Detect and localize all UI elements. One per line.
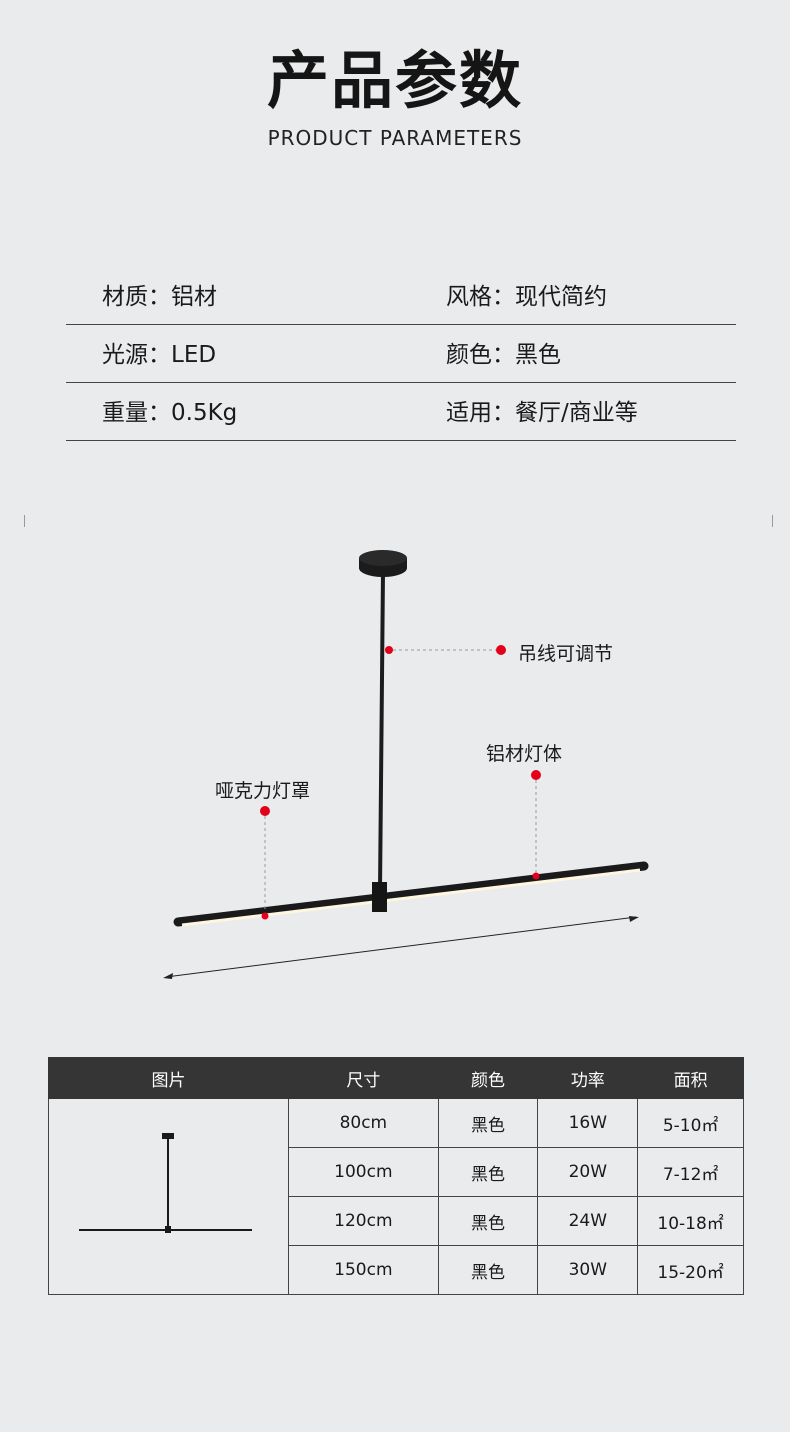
power-cell: 30W xyxy=(537,1245,639,1295)
spec-table-header: 图片 尺寸 颜色 功率 面积 xyxy=(48,1057,744,1099)
shade-callout-marker xyxy=(260,806,270,920)
params-list: 材质：铝材 风格：现代简约 光源：LED 颜色：黑色 重量：0.5Kg 适用：餐… xyxy=(66,270,736,441)
param-usage: 适用：餐厅/商业等 xyxy=(446,400,638,426)
col-header-color: 颜色 xyxy=(437,1057,539,1099)
dimension-arrow xyxy=(163,916,639,979)
table-row: 100cm 黑色 20W 7-12㎡ xyxy=(49,1147,744,1197)
shade-callout-label: 哑克力灯罩 xyxy=(215,780,311,802)
table-row: 150cm 黑色 30W 15-20㎡ xyxy=(49,1245,744,1295)
col-header-size: 尺寸 xyxy=(287,1057,439,1099)
power-cell: 16W xyxy=(537,1098,639,1148)
color-cell: 黑色 xyxy=(437,1245,539,1295)
param-weight: 重量：0.5Kg xyxy=(102,400,238,426)
area-cell: 10-18㎡ xyxy=(637,1196,744,1246)
param-row: 光源：LED 颜色：黑色 xyxy=(66,325,736,383)
col-header-image: 图片 xyxy=(48,1057,289,1099)
size-cell: 100cm xyxy=(287,1147,439,1197)
param-color: 颜色：黑色 xyxy=(446,342,561,368)
col-header-area: 面积 xyxy=(637,1057,744,1099)
size-cell: 80cm xyxy=(287,1098,439,1148)
body-callout-label: 铝材灯体 xyxy=(486,743,563,765)
page-subtitle: PRODUCT PARAMETERS xyxy=(267,126,523,150)
power-cell: 20W xyxy=(537,1147,639,1197)
product-illustration xyxy=(163,550,649,979)
area-cell: 5-10㎡ xyxy=(637,1098,744,1148)
area-cell: 15-20㎡ xyxy=(637,1245,744,1295)
col-header-power: 功率 xyxy=(537,1057,639,1099)
power-cell: 24W xyxy=(537,1196,639,1246)
param-row: 重量：0.5Kg 适用：餐厅/商业等 xyxy=(66,383,736,441)
table-row: 120cm 黑色 24W 10-18㎡ xyxy=(49,1196,744,1246)
spec-table: 图片 尺寸 颜色 功率 面积 80cm 黑色 16W 5-10㎡ 100cm xyxy=(48,1057,744,1295)
wire-callout-marker xyxy=(385,645,506,655)
color-cell: 黑色 xyxy=(437,1196,539,1246)
divider-tick-left xyxy=(24,515,25,527)
body-callout-marker xyxy=(531,770,541,880)
param-row: 材质：铝材 风格：现代简约 xyxy=(66,270,736,325)
param-material: 材质：铝材 xyxy=(102,284,217,310)
param-style: 风格：现代简约 xyxy=(446,284,607,310)
param-light-source: 光源：LED xyxy=(102,342,217,368)
product-thumbnail xyxy=(79,1133,253,1233)
color-cell: 黑色 xyxy=(437,1098,539,1148)
size-cell: 150cm xyxy=(287,1245,439,1295)
area-cell: 7-12㎡ xyxy=(637,1147,744,1197)
table-row: 80cm 黑色 16W 5-10㎡ xyxy=(48,1098,744,1295)
light-bar xyxy=(173,861,649,927)
product-thumbnail-cell xyxy=(48,1098,289,1295)
wire-callout-label: 吊线可调节 xyxy=(518,643,614,665)
size-cell: 120cm xyxy=(287,1196,439,1246)
color-cell: 黑色 xyxy=(437,1147,539,1197)
page-title: 产品参数 xyxy=(266,44,523,117)
suspension-rod xyxy=(378,571,385,891)
divider-tick-right xyxy=(772,515,773,527)
